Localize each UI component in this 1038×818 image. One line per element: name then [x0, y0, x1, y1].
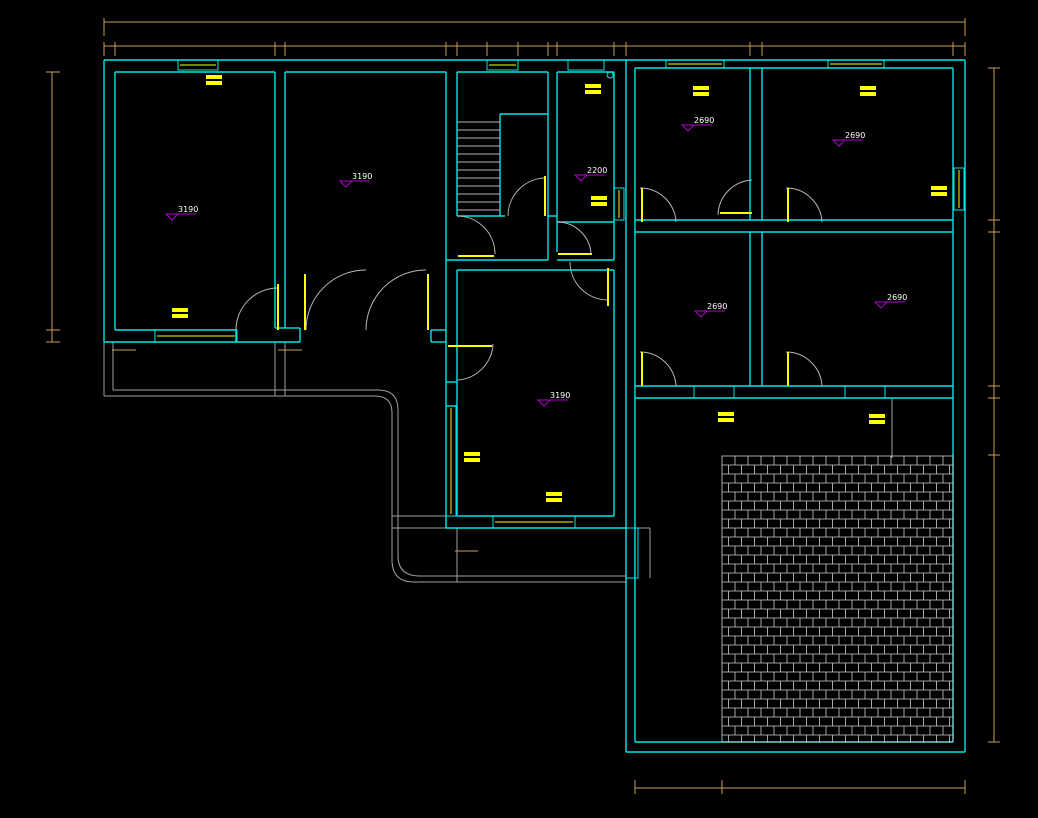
level-label: 2690 [694, 116, 714, 125]
level-marker-room-2: 3190 [338, 172, 372, 188]
level-marker-room-ne-1: 2690 [680, 116, 714, 132]
level-marker-stair-hall: 2200 [573, 166, 607, 182]
stair-treads [457, 121, 500, 211]
level-marker-room-e-1: 2690 [693, 302, 727, 318]
windows [154, 59, 965, 579]
walls [103, 59, 966, 753]
level-label: 2690 [845, 131, 865, 140]
door-swings [235, 177, 823, 387]
level-label: 3190 [550, 391, 570, 400]
level-label: 2200 [587, 166, 607, 175]
tiled-terrace [721, 455, 954, 743]
balcony-notes [112, 349, 478, 552]
level-label: 2690 [887, 293, 907, 302]
door-leaves [277, 176, 789, 386]
level-marker-room-ne-2: 2690 [831, 131, 865, 147]
window-tags [172, 75, 947, 502]
column-marker [606, 71, 614, 79]
level-label: 3190 [352, 172, 372, 181]
level-marker-room-e-2: 2690 [873, 293, 907, 309]
level-label: 3190 [178, 205, 198, 214]
dimension-lines [46, 18, 1000, 794]
balcony-outline [103, 342, 893, 583]
level-label: 2690 [707, 302, 727, 311]
level-markers: 3190 3190 3190 2200 2690 2690 2690 2690 [164, 116, 907, 407]
level-marker-room-3: 3190 [536, 391, 570, 407]
level-marker-room-1: 3190 [164, 205, 198, 221]
window-glazing [157, 63, 960, 523]
